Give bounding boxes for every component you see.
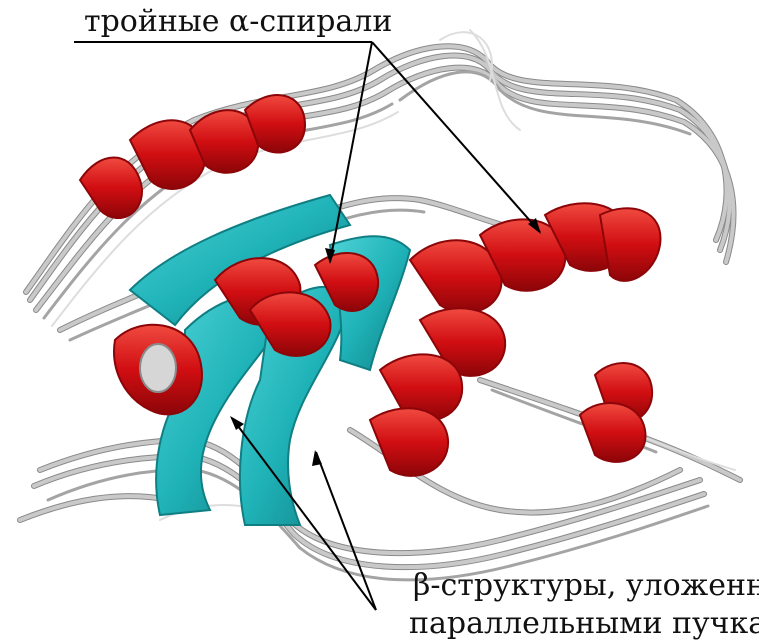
pointer-helix-center [330, 42, 372, 262]
arrowhead-beta-left [230, 416, 244, 430]
helix-left [114, 325, 202, 415]
beta-label-line1: β-структуры, уложенные [413, 568, 759, 603]
helices-label: тройные α-спирали [84, 4, 392, 39]
helix-lower-right [370, 308, 505, 476]
beta-label-line2: параллельными пучками [409, 606, 759, 641]
pointer-beta-right [316, 452, 376, 610]
helix-far-right [580, 363, 652, 462]
helix-top [80, 95, 305, 218]
